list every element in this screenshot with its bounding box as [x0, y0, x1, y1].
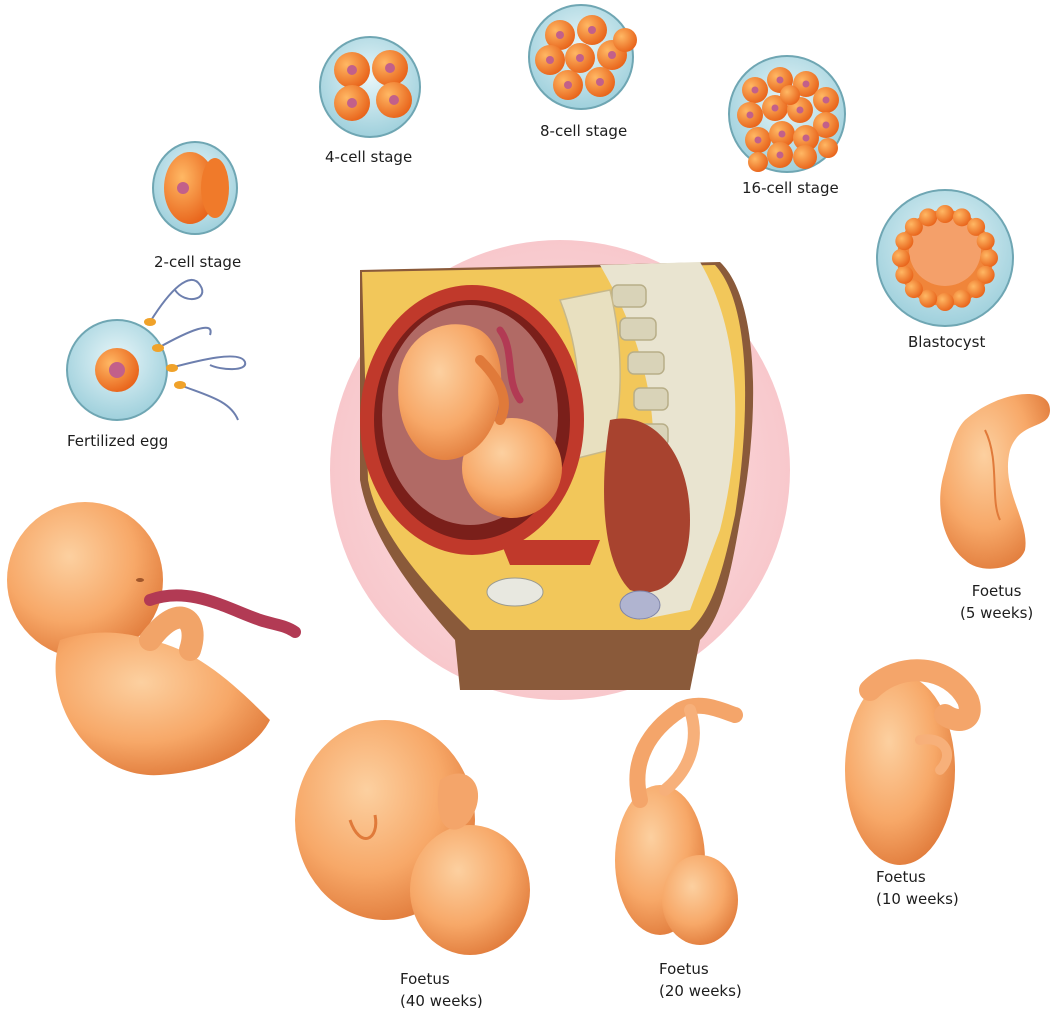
- eight-cell-stage-illustration: [529, 5, 637, 109]
- foetus-20-weeks-line2: (20 weeks): [659, 980, 742, 1002]
- blastocyst-label: Blastocyst: [908, 331, 985, 353]
- foetus-5-weeks-label: Foetus (5 weeks): [960, 580, 1033, 624]
- baby-illustration: [7, 502, 295, 775]
- foetus-40-weeks-line2: (40 weeks): [400, 990, 483, 1012]
- sixteen-cell-stage-illustration: [729, 56, 845, 172]
- foetus-10-weeks-line1: Foetus: [876, 866, 959, 888]
- blastocyst-cell: [980, 249, 998, 267]
- foetus-40-weeks-illustration: [295, 720, 530, 955]
- two-cell-stage-label: 2-cell stage: [154, 251, 241, 273]
- foetus-10-weeks-illustration: [845, 670, 970, 865]
- foetus-40-weeks-line1: Foetus: [400, 968, 483, 990]
- blastocyst-cell: [936, 293, 954, 311]
- fertilized-egg-label: Fertilized egg: [67, 430, 168, 452]
- uterus-cross-section: [330, 240, 790, 700]
- fertilized-egg-illustration: [67, 280, 245, 420]
- four-cell-stage-illustration: [320, 37, 420, 137]
- blastocyst-cell: [892, 249, 910, 267]
- four-cell-stage-label: 4-cell stage: [325, 146, 412, 168]
- blastocyst-cell: [919, 208, 937, 226]
- foetus-5-weeks-illustration: [940, 394, 1050, 569]
- blastocyst-cell: [895, 266, 913, 284]
- foetus-5-weeks-line2: (5 weeks): [960, 602, 1033, 624]
- foetus-20-weeks-illustration: [615, 706, 738, 945]
- eight-cell-stage-label: 8-cell stage: [540, 120, 627, 142]
- foetus-40-weeks-label: Foetus (40 weeks): [400, 968, 483, 1012]
- blastocyst-cell: [953, 290, 971, 308]
- foetus-20-weeks-line1: Foetus: [659, 958, 742, 980]
- sixteen-cell-stage-label: 16-cell stage: [742, 177, 839, 199]
- foetus-20-weeks-label: Foetus (20 weeks): [659, 958, 742, 1002]
- foetus-10-weeks-line2: (10 weeks): [876, 888, 959, 910]
- blastocyst-cell: [977, 232, 995, 250]
- foetus-10-weeks-label: Foetus (10 weeks): [876, 866, 959, 910]
- two-cell-stage-illustration: [153, 142, 237, 234]
- foetus-5-weeks-line1: Foetus: [960, 580, 1033, 602]
- blastocyst-illustration: [877, 190, 1013, 326]
- blastocyst-cell: [936, 205, 954, 223]
